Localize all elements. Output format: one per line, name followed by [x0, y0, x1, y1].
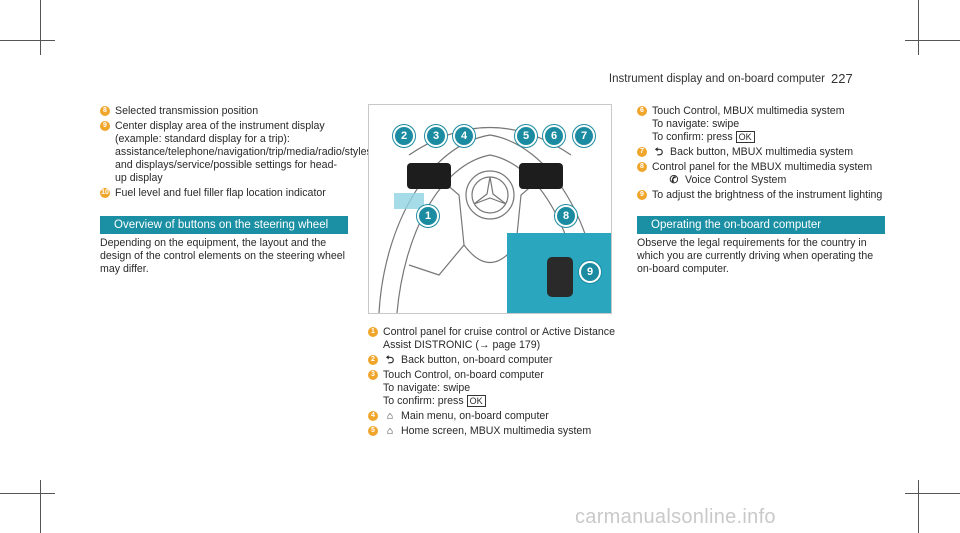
item-text: Back button, MBUX multimedia system — [670, 146, 854, 158]
list-item: 4 ⌂ Main menu, on-board computer — [368, 410, 620, 423]
list-item: 1 Control panel for cruise control or Ac… — [368, 326, 620, 352]
item-text: Center display area of the instrument di… — [115, 120, 372, 184]
item-number-badge: 4 — [368, 411, 378, 421]
callout-5: 5 — [515, 125, 537, 147]
list-item: 8 Control panel for the MBUX multimedia … — [637, 161, 885, 187]
list-item: 2 ⮌ Back button, on-board computer — [368, 354, 620, 367]
section-title: Operating the on-board computer — [637, 216, 885, 234]
crop-mark — [905, 40, 960, 41]
list-item: 3 Touch Control, on-board computer To na… — [368, 369, 620, 408]
crop-mark — [905, 493, 960, 494]
callout-2: 2 — [393, 125, 415, 147]
page-number: 227 — [831, 71, 853, 86]
left-column: 8 Selected transmission position 9 Cente… — [100, 105, 372, 276]
item-text: Fuel level and fuel filler flap location… — [115, 187, 326, 199]
list-item: 5 ⌂ Home screen, MBUX multimedia system — [368, 425, 620, 438]
crop-mark — [0, 493, 55, 494]
item-text: Main menu, on-board computer — [401, 410, 549, 422]
home-icon: ⌂ — [386, 425, 394, 437]
crop-mark — [40, 480, 41, 533]
item-number-badge: 8 — [100, 106, 110, 116]
callout-3: 3 — [425, 125, 447, 147]
section-body: Observe the legal requirements for the c… — [637, 237, 874, 275]
ok-key-icon: OK — [735, 131, 755, 143]
section-body: Depending on the equipment, the layout a… — [100, 237, 345, 275]
item-number-badge: 1 — [368, 327, 378, 337]
callout-7: 7 — [573, 125, 595, 147]
item-subtext: To navigate: swipe — [383, 382, 471, 394]
item-text: Touch Control, MBUX multimedia system — [652, 105, 845, 117]
item-text: Back button, on-board computer — [401, 354, 553, 366]
callout-8: 8 — [555, 205, 577, 227]
item-number-badge: 9 — [100, 121, 110, 131]
list-item: 8 Selected transmission position — [100, 105, 348, 118]
watermark: carmanualsonline.info — [575, 506, 776, 528]
callout-4: 4 — [453, 125, 475, 147]
confirm-label: To confirm: press — [652, 131, 733, 143]
crop-mark — [918, 0, 919, 55]
item-number-badge: 3 — [368, 370, 378, 380]
item-number-badge: 7 — [637, 147, 647, 157]
item-number-badge: 2 — [368, 355, 378, 365]
item-text: To adjust the brightness of the instrume… — [652, 189, 883, 201]
list-item: 10 Fuel level and fuel filler flap locat… — [100, 187, 348, 200]
steering-wheel-figure: 1 2 3 4 5 6 7 8 9 — [368, 104, 612, 314]
back-arrow-icon: ⮌ — [654, 146, 664, 158]
crop-mark — [918, 480, 919, 533]
section-title: Overview of buttons on the steering whee… — [100, 216, 348, 234]
page-header: Instrument display and on-board computer — [608, 73, 825, 85]
item-text: Control panel for cruise control or Acti… — [383, 326, 615, 351]
item-number-badge: 10 — [100, 188, 110, 198]
voice-control-label: Voice Control System — [685, 174, 787, 186]
item-text: Selected transmission position — [115, 105, 259, 117]
voice-control-icon: ✆ — [669, 174, 679, 186]
steering-wheel-illustration — [378, 126, 611, 313]
item-number-badge: 8 — [637, 162, 647, 172]
home-icon: ⌂ — [386, 410, 394, 422]
item-subtext: ✆ Voice Control System — [652, 174, 885, 187]
confirm-label: To confirm: press — [383, 395, 464, 407]
middle-column: 1 Control panel for cruise control or Ac… — [368, 326, 620, 440]
item-text: Control panel for the MBUX multimedia sy… — [652, 161, 873, 173]
callout-9: 9 — [579, 261, 601, 283]
list-item: 7 ⮌ Back button, MBUX multimedia system — [637, 146, 885, 159]
item-text: Home screen, MBUX multimedia system — [401, 425, 592, 437]
list-item: 6 Touch Control, MBUX multimedia system … — [637, 105, 885, 144]
list-item: 9 To adjust the brightness of the instru… — [637, 189, 885, 202]
list-item: 9 Center display area of the instrument … — [100, 120, 372, 185]
crop-mark — [40, 0, 41, 55]
item-number-badge: 9 — [637, 190, 647, 200]
right-column: 6 Touch Control, MBUX multimedia system … — [637, 105, 885, 276]
callout-1: 1 — [417, 205, 439, 227]
callout-6: 6 — [543, 125, 565, 147]
crop-mark — [0, 40, 55, 41]
ok-key-icon: OK — [466, 395, 486, 407]
back-arrow-icon: ⮌ — [385, 354, 395, 366]
item-number-badge: 5 — [368, 426, 378, 436]
item-number-badge: 6 — [637, 106, 647, 116]
item-subtext: To navigate: swipe — [652, 118, 740, 130]
item-text: Touch Control, on-board computer — [383, 369, 544, 381]
